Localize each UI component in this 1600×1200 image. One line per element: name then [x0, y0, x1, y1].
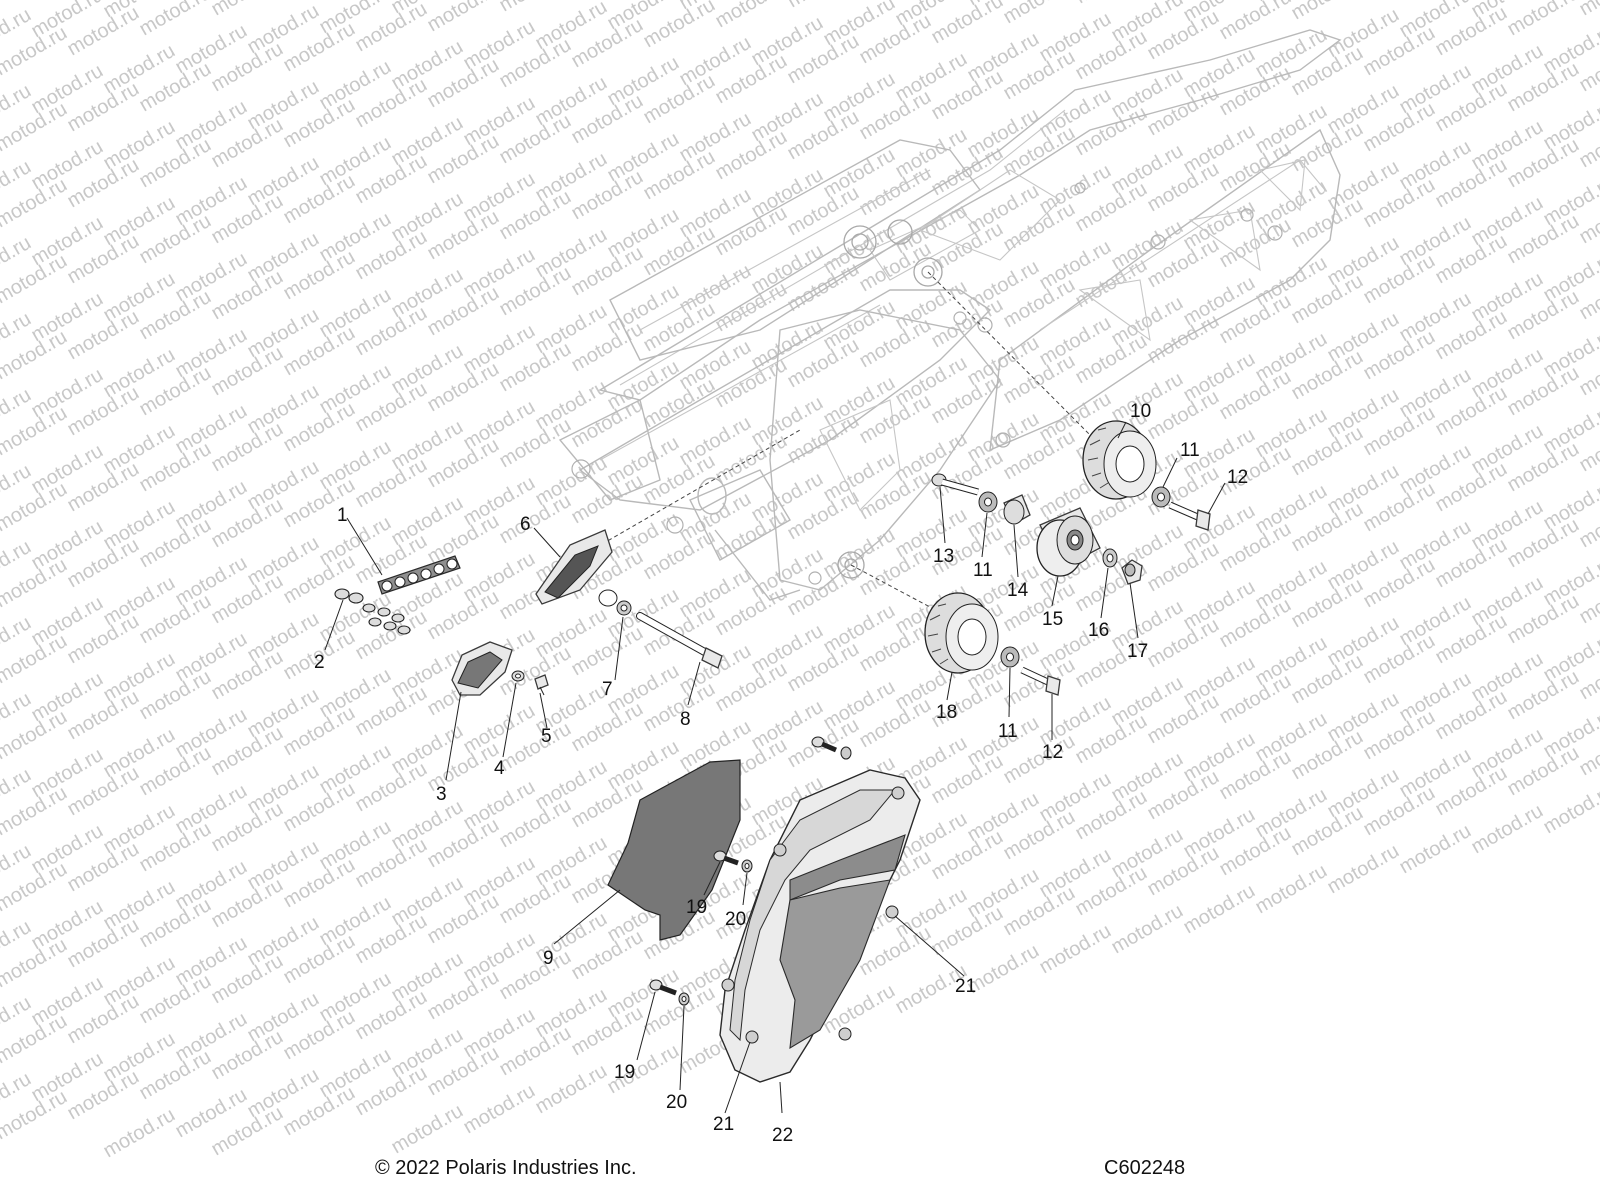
- cover-top-bolt: [811, 736, 852, 760]
- washer-7: [598, 589, 632, 616]
- callout-4: 4: [494, 758, 505, 779]
- leader-lines: [324, 421, 1226, 1114]
- callout-12-top: 12: [1227, 467, 1248, 488]
- callout-8: 8: [680, 709, 691, 730]
- washer-11a: [978, 491, 998, 513]
- axle-bolt-8: [636, 612, 723, 669]
- callout-2: 2: [314, 652, 325, 673]
- chain-guide-lower: [451, 641, 513, 696]
- washer-20a: [741, 859, 753, 873]
- drive-chain: [377, 555, 461, 595]
- washer-20b: [678, 992, 690, 1006]
- watermark-text: motod.ru: [424, 0, 503, 36]
- watermark-text: motod.ru: [1252, 860, 1331, 919]
- spacer-14: [1003, 494, 1031, 525]
- watermark-text: motod.ru: [1000, 0, 1079, 28]
- watermark-text: motod.ru: [1288, 0, 1367, 24]
- callout-6: 6: [520, 514, 531, 535]
- callout-11-mid: 11: [973, 560, 993, 581]
- chain-case-cover-22: [719, 769, 921, 1083]
- sprocket-10: [1082, 420, 1157, 500]
- washer-4: [511, 670, 525, 682]
- callout-18: 18: [936, 702, 957, 723]
- watermark-text: motod.ru: [1324, 840, 1403, 899]
- copyright-notice: © 2022 Polaris Industries Inc.: [375, 1157, 637, 1179]
- callout-21-low: 21: [713, 1114, 734, 1135]
- suspension-frame: [558, 29, 1342, 601]
- watermark-text: motod.ru: [100, 1104, 179, 1163]
- washer-16: [1102, 548, 1118, 568]
- watermark-text: motod.ru: [1576, 0, 1600, 20]
- watermark-text: motod.ru: [1540, 780, 1600, 839]
- callout-13: 13: [933, 546, 954, 567]
- callout-12-low: 12: [1042, 742, 1063, 763]
- bolt-19a: [713, 850, 739, 866]
- callout-5: 5: [541, 726, 552, 747]
- watermark-text: motod.ru: [532, 1060, 611, 1119]
- callout-16: 16: [1088, 620, 1109, 641]
- callout-20-top: 20: [725, 909, 746, 930]
- bolt-13: [931, 473, 979, 496]
- watermark-text: motod.ru: [460, 1080, 539, 1139]
- callout-19-low: 19: [614, 1062, 635, 1083]
- callout-22: 22: [772, 1125, 793, 1146]
- chain-guide-upper: [535, 529, 613, 605]
- watermark-text: motod.ru: [1360, 0, 1439, 4]
- watermark-text: motod.ru: [784, 0, 863, 12]
- watermark-text: motod.ru: [1072, 0, 1151, 8]
- callout-3: 3: [436, 784, 447, 805]
- diagram-code: C602248: [1104, 1157, 1186, 1179]
- watermark-text: motod.ru: [388, 1100, 467, 1159]
- chain-connector-link: [334, 588, 411, 635]
- callout-20-low: 20: [666, 1092, 687, 1113]
- watermark-text: motod.ru: [136, 0, 215, 40]
- callout-19-top: 19: [686, 897, 707, 918]
- sprocket-18: [924, 592, 999, 674]
- callout-17: 17: [1127, 641, 1148, 662]
- callout-14: 14: [1007, 580, 1029, 601]
- watermark-text: motod.ru: [1504, 0, 1583, 40]
- watermark-text: motod.ru: [1468, 800, 1547, 859]
- alignment-lines: [589, 271, 1101, 616]
- callout-labels: 1 2 3 4 5 6 7 8 9 10 11 11 11 12 12 13 1…: [314, 401, 1248, 1146]
- washer-11c: [1000, 646, 1020, 668]
- callout-21-right: 21: [955, 976, 976, 997]
- callout-7: 7: [602, 679, 613, 700]
- bolt-5: [534, 674, 549, 696]
- bolt-12b: [1020, 666, 1061, 696]
- idler-wheel-15: [1036, 507, 1101, 577]
- side-plate-9: [607, 759, 741, 941]
- watermark-text: motod.ru: [1396, 820, 1475, 879]
- callout-11-top: 11: [1180, 440, 1200, 461]
- callout-9: 9: [543, 948, 554, 969]
- watermark-text: motod.ru: [208, 0, 287, 20]
- watermark-text: motod.ru: [712, 0, 791, 32]
- callout-15: 15: [1042, 609, 1063, 630]
- nut-17: [1121, 559, 1143, 585]
- washer-11b: [1151, 486, 1171, 508]
- bolt-12a: [1168, 501, 1211, 531]
- watermark-text: motod.ru: [1108, 900, 1187, 959]
- callout-10: 10: [1130, 401, 1151, 422]
- watermark-text: motod.ru: [1036, 920, 1115, 979]
- watermark-text: motod.ru: [1180, 880, 1259, 939]
- watermark-text: motod.ru: [496, 0, 575, 16]
- callout-11-low: 11: [998, 721, 1018, 742]
- bolt-19b: [649, 979, 677, 996]
- callout-1: 1: [337, 505, 348, 526]
